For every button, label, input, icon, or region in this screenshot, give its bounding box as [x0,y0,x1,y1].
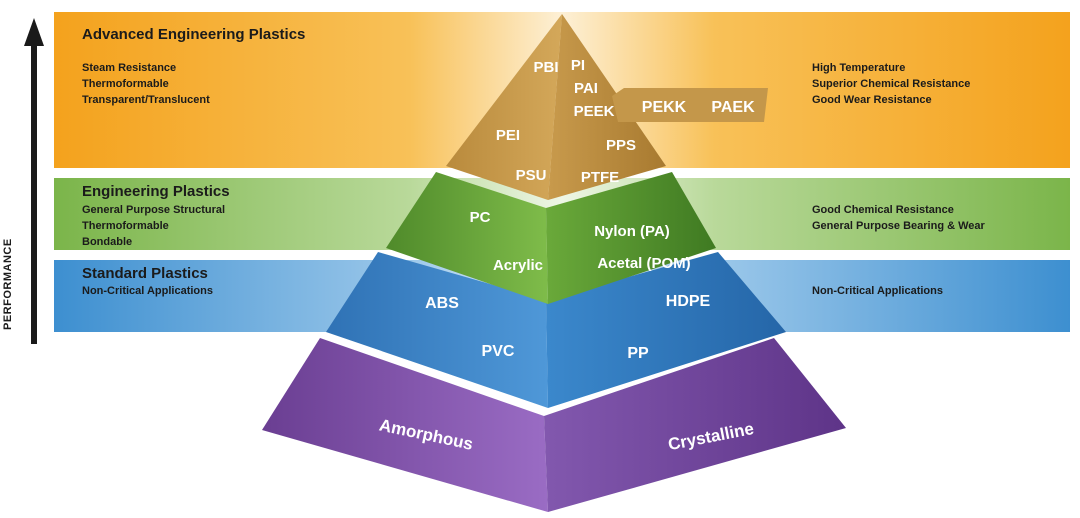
pyramid-label: PC [470,209,491,226]
pyramid-label: PAEK [711,99,755,116]
engineering-point: Thermoformable [82,220,169,232]
engineering-title: Engineering Plastics [82,183,230,200]
advanced-tier-right-face [548,14,666,200]
standard-properties: Non-Critical Applications [812,283,943,299]
pyramid-label: PEEK [574,103,615,120]
pyramid-label: HDPE [666,293,711,310]
engineering-property: General Purpose Bearing & Wear [812,220,985,232]
pyramid-label: Acrylic [493,257,543,274]
performance-arrow-icon [24,18,44,344]
advanced-point: Transparent/Translucent [82,94,210,106]
engineering-point: General Purpose Structural [82,204,226,216]
engineering-tier-left-face [386,172,548,304]
pyramid-label: PSU [516,167,547,184]
engineering-point: Bondable [82,236,133,248]
engineering-tier-right-face [546,172,716,304]
pyramid-label: PP [627,345,649,362]
advanced-points: Steam Resistance Thermoformable Transpar… [82,60,210,108]
pyramid-label: PTFE [581,169,619,186]
pyramid-label: PAI [574,80,598,97]
standard-points: Non-Critical Applications [82,283,213,299]
advanced-title: Advanced Engineering Plastics [82,26,306,43]
pyramid-label: Nylon (PA) [594,223,670,240]
standard-property: Non-Critical Applications [812,285,943,297]
pyramid-label: PVC [482,343,515,360]
pyramid-label: Acetal (POM) [597,255,690,272]
advanced-point: Steam Resistance [82,62,177,74]
base-tier-left-face [262,338,548,512]
engineering-property: Good Chemical Resistance [812,204,954,216]
advanced-property: Good Wear Resistance [812,94,932,106]
standard-point: Non-Critical Applications [82,285,213,297]
base-tier-right-face [544,338,846,512]
standard-tier-right-face [546,252,786,408]
advanced-property: Superior Chemical Resistance [812,78,971,90]
pyramid-label: PEI [496,127,520,144]
engineering-properties: Good Chemical Resistance General Purpose… [812,202,985,234]
advanced-properties: High Temperature Superior Chemical Resis… [812,60,970,108]
pyramid-label: PBI [533,59,558,76]
standard-title: Standard Plastics [82,265,208,282]
standard-tier-left-face [326,252,548,408]
pyramid-label: ABS [425,295,459,312]
pyramid-label: PI [571,57,585,74]
advanced-property: High Temperature [812,62,906,74]
engineering-points: General Purpose Structural Thermoformabl… [82,202,225,250]
advanced-tier-left-face [446,14,562,200]
pyramid-label: PPS [606,137,636,154]
advanced-point: Thermoformable [82,78,169,90]
advanced-extension-tab [612,88,768,122]
pyramid-label: PEKK [642,99,687,116]
